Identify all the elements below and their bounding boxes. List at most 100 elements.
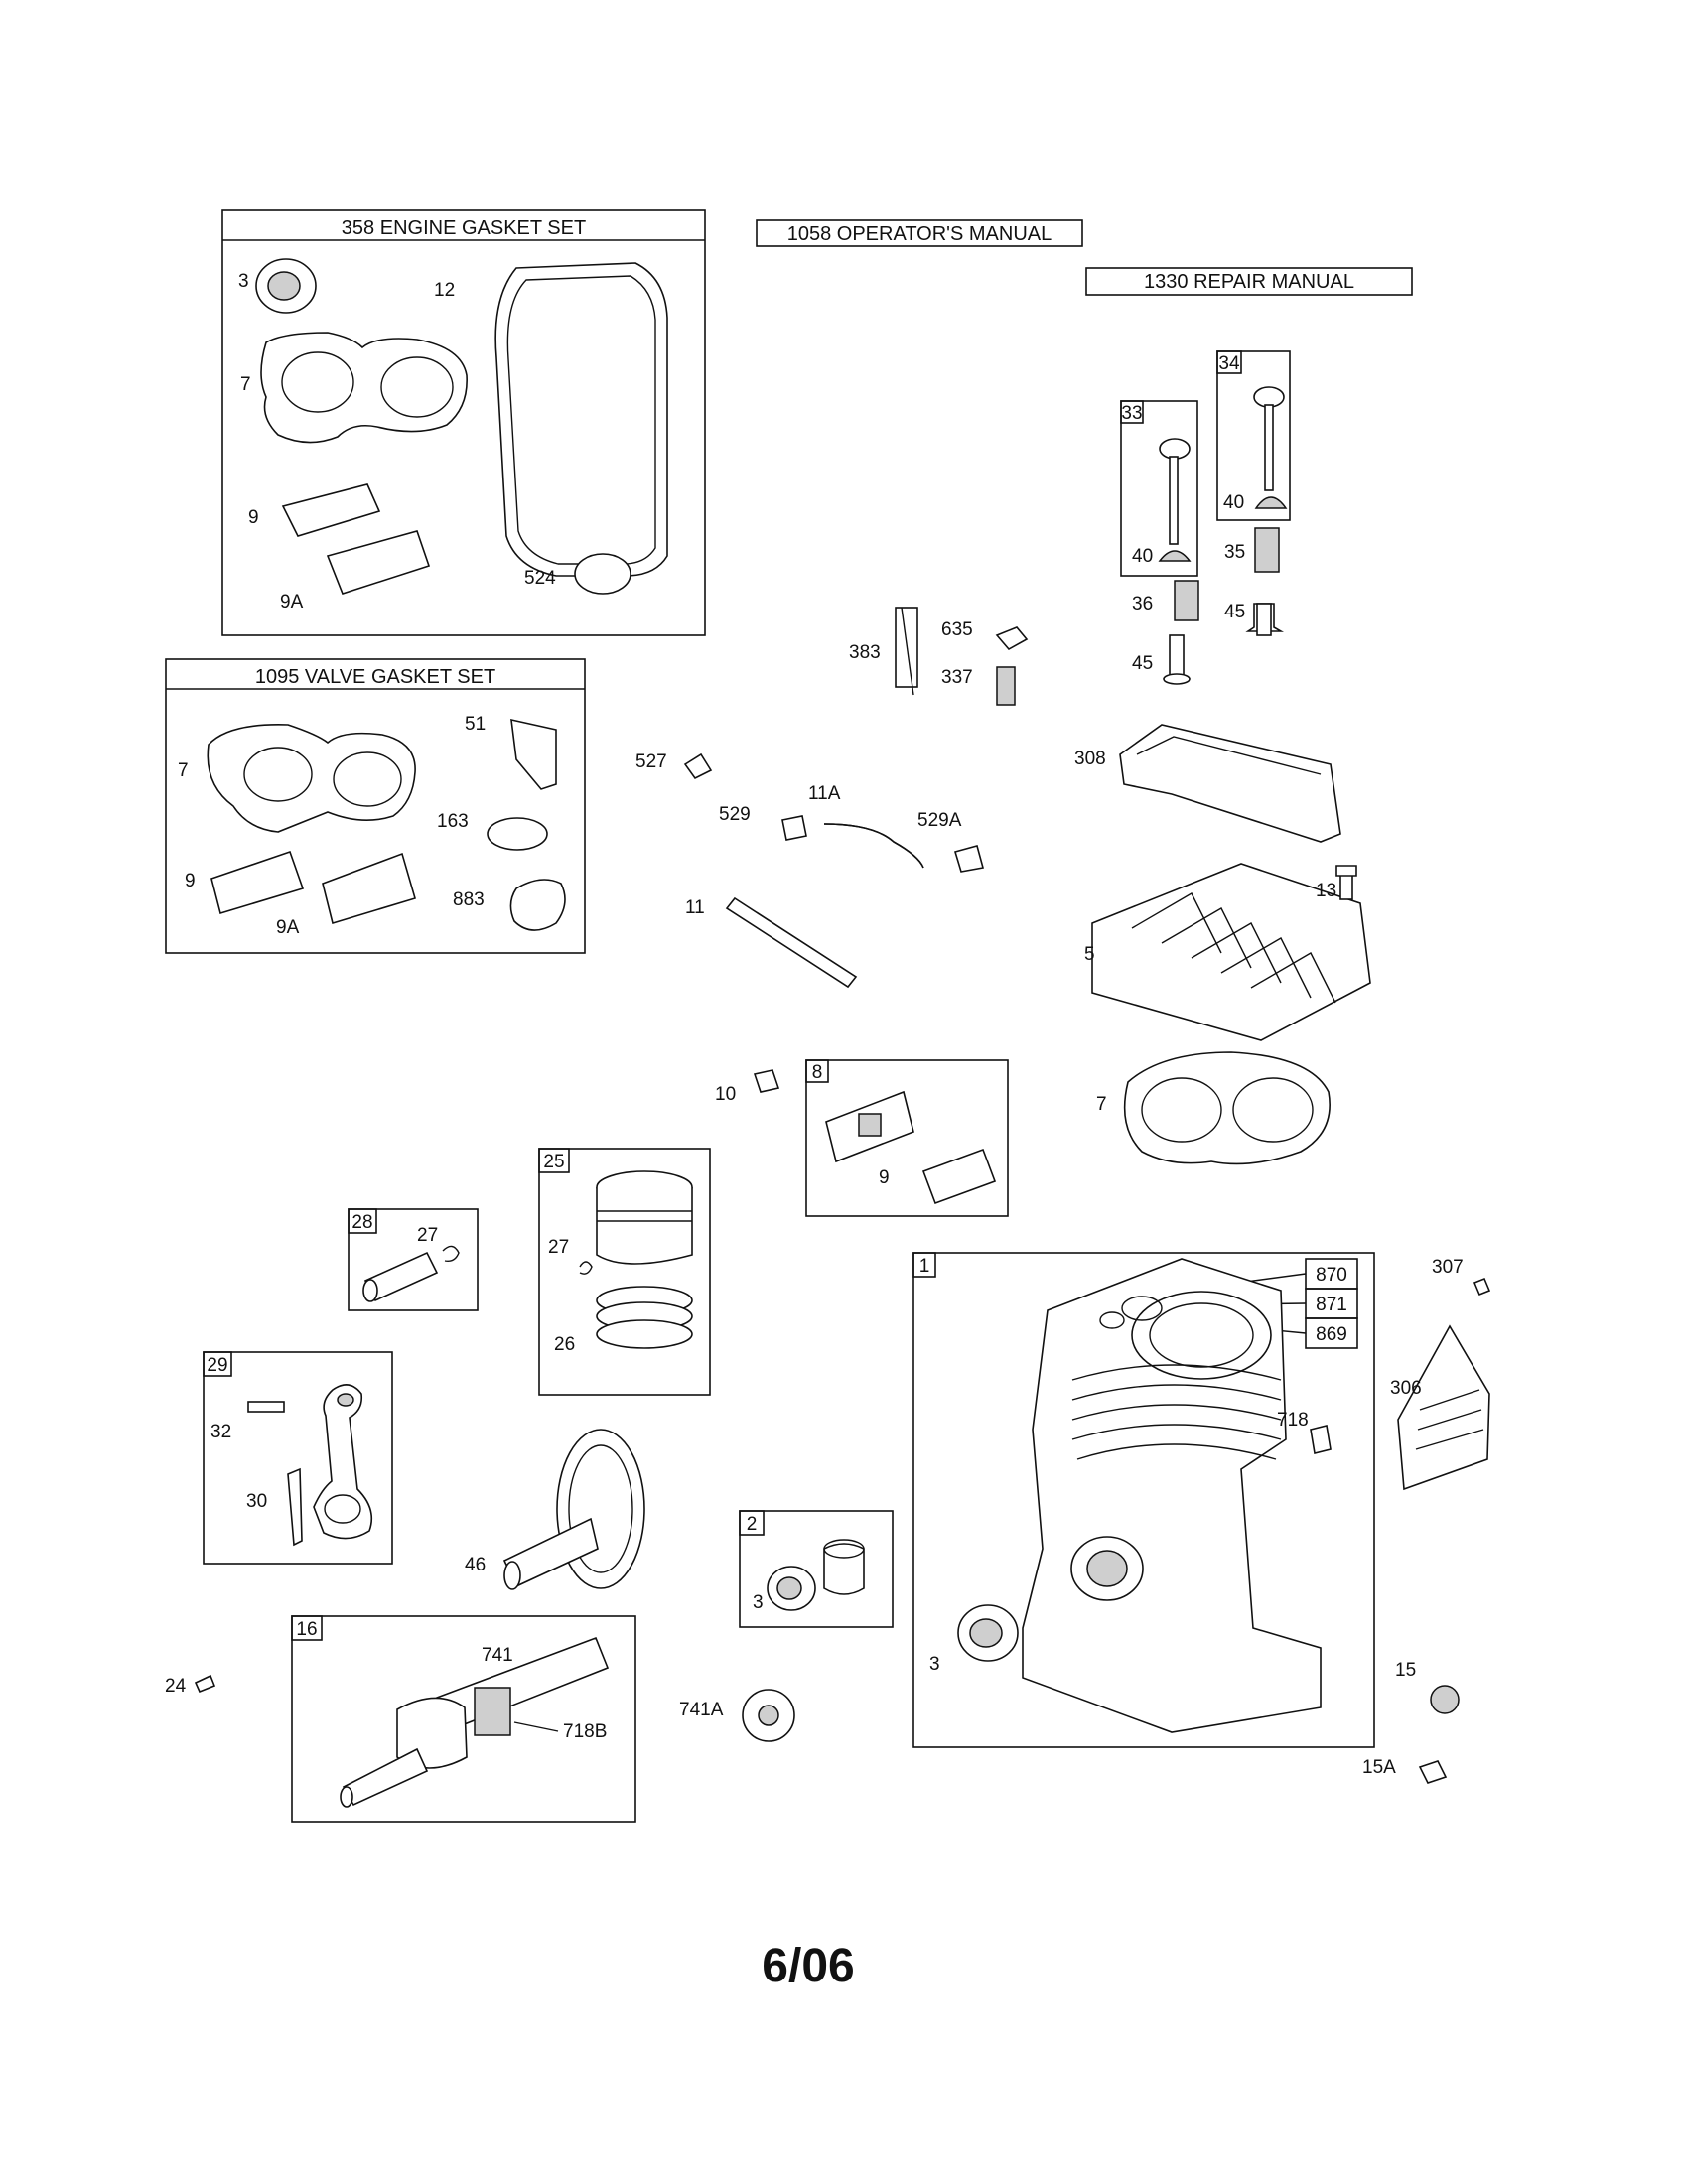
label-9a-vgs: 9A	[276, 917, 300, 938]
label-7-head: 7	[1096, 1094, 1107, 1115]
engine-gasket-set-panel: 358 ENGINE GASKET SET 3 12 7 9 9A 524	[221, 209, 706, 636]
label-527: 527	[635, 751, 667, 772]
label-3: 3	[238, 271, 249, 292]
label-15: 15	[1395, 1660, 1416, 1681]
label-27-box25: 27	[548, 1237, 569, 1258]
air-guide-308	[1119, 724, 1341, 843]
label-529: 529	[719, 804, 751, 825]
head-gasket-7	[1123, 1051, 1331, 1165]
label-45-right: 45	[1224, 602, 1245, 622]
svg-text:25: 25	[543, 1152, 564, 1172]
label-383: 383	[849, 642, 881, 663]
valve-springs-tappets: 35 36 45 45	[1132, 527, 1285, 685]
label-27-box28: 27	[417, 1225, 438, 1246]
label-306: 306	[1390, 1378, 1422, 1399]
gasket-9-vgs	[210, 850, 305, 915]
valve-box-34: 34 40	[1216, 350, 1291, 521]
svg-text:34: 34	[1218, 353, 1240, 374]
valve-cover-gasket-9	[281, 483, 381, 537]
label-9a: 9A	[280, 592, 304, 613]
label-718b: 718B	[563, 1721, 607, 1742]
label-308: 308	[1074, 749, 1106, 769]
label-529a: 529A	[917, 810, 962, 831]
label-40-box33: 40	[1132, 546, 1153, 567]
label-524: 524	[524, 568, 556, 589]
label-883: 883	[453, 889, 485, 910]
label-5: 5	[1084, 944, 1095, 965]
operators-manual-box: 1058 OPERATOR'S MANUAL	[756, 219, 1083, 247]
label-163: 163	[437, 811, 469, 832]
label-3-box1: 3	[929, 1654, 940, 1675]
label-36: 36	[1132, 594, 1153, 614]
svg-text:16: 16	[296, 1619, 317, 1640]
label-11a: 11A	[808, 783, 841, 804]
label-13: 13	[1316, 881, 1336, 901]
label-3-box2: 3	[753, 1592, 764, 1613]
label-45-left: 45	[1132, 653, 1153, 674]
label-46: 46	[465, 1555, 486, 1575]
svg-text:8: 8	[812, 1062, 823, 1083]
label-718: 718	[1277, 1410, 1309, 1431]
valve-cover-gasket-9a	[326, 530, 431, 595]
gasket-883	[509, 879, 566, 931]
label-9: 9	[248, 507, 259, 528]
breather-misc-parts: 383 635 337 527 529 11A 529A 11 10	[635, 607, 1029, 1105]
connecting-rod-box-29: 29 32 30	[203, 1351, 393, 1565]
label-871: 871	[1316, 1295, 1347, 1315]
svg-text:2: 2	[747, 1514, 758, 1535]
crankcase-gasket	[494, 262, 668, 577]
label-9-box8: 9	[879, 1167, 890, 1188]
gasket-163	[487, 817, 548, 851]
right-side-parts: 307 306 15 15A	[1362, 1257, 1491, 1784]
bearing-box-2: 2 3	[739, 1510, 894, 1628]
label-337: 337	[941, 667, 973, 688]
label-10: 10	[715, 1084, 736, 1105]
label-870: 870	[1316, 1265, 1347, 1286]
label-35: 35	[1224, 542, 1245, 563]
label-30: 30	[246, 1491, 267, 1512]
valve-box-33: 33 40	[1120, 400, 1198, 577]
svg-text:1: 1	[919, 1256, 930, 1277]
label-40-box34: 40	[1223, 492, 1244, 513]
label-869: 869	[1316, 1324, 1347, 1345]
shroud-306	[1397, 1324, 1490, 1491]
gasket-51	[510, 718, 557, 790]
label-741: 741	[482, 1645, 513, 1666]
label-15a: 15A	[1362, 1757, 1396, 1778]
label-741a: 741A	[679, 1700, 724, 1720]
repair-manual-box: 1330 REPAIR MANUAL	[1085, 267, 1413, 296]
camshaft-46: 46	[465, 1429, 645, 1590]
cylinder-block-box-1: 1 870 871 869 718 3	[912, 1252, 1375, 1748]
seal-part	[255, 258, 317, 314]
revision-date: 6/06	[762, 1940, 854, 1992]
label-11: 11	[685, 897, 705, 918]
crankshaft-box-16: 16 741 718B	[291, 1615, 636, 1823]
svg-text:28: 28	[351, 1212, 372, 1233]
label-51: 51	[465, 714, 486, 735]
o-ring-524	[574, 553, 632, 595]
svg-text:1330 REPAIR MANUAL: 1330 REPAIR MANUAL	[1144, 271, 1354, 293]
label-24: 24	[165, 1676, 187, 1697]
breather-box-8: 8 9	[805, 1059, 1009, 1217]
label-26: 26	[554, 1334, 575, 1355]
svg-text:1058 OPERATOR'S MANUAL: 1058 OPERATOR'S MANUAL	[787, 223, 1052, 245]
label-9-vgs: 9	[185, 871, 196, 891]
label-7: 7	[240, 374, 251, 395]
cylinder-head-assembly: 308 13 5 7	[1074, 724, 1371, 1165]
piston-pin-box-28: 28 27	[348, 1208, 479, 1311]
label-7-vgs: 7	[178, 760, 189, 781]
loose-parts: 24 741A	[165, 1674, 795, 1742]
label-307: 307	[1432, 1257, 1464, 1278]
valve-gasket-set-title: 1095 VALVE GASKET SET	[255, 666, 495, 688]
cylinder-head-gasket	[260, 332, 468, 444]
piston-box-25: 25 27 26	[538, 1148, 711, 1396]
gasket-9a-vgs	[322, 852, 416, 925]
valve-gasket-set-panel: 1095 VALVE GASKET SET 7 51 163 9 9A 883	[165, 658, 586, 954]
label-32: 32	[210, 1422, 231, 1442]
svg-text:33: 33	[1121, 403, 1142, 424]
label-12: 12	[434, 280, 455, 301]
engine-gasket-set-title: 358 ENGINE GASKET SET	[342, 217, 586, 239]
label-635: 635	[941, 619, 973, 640]
svg-text:29: 29	[207, 1355, 227, 1376]
